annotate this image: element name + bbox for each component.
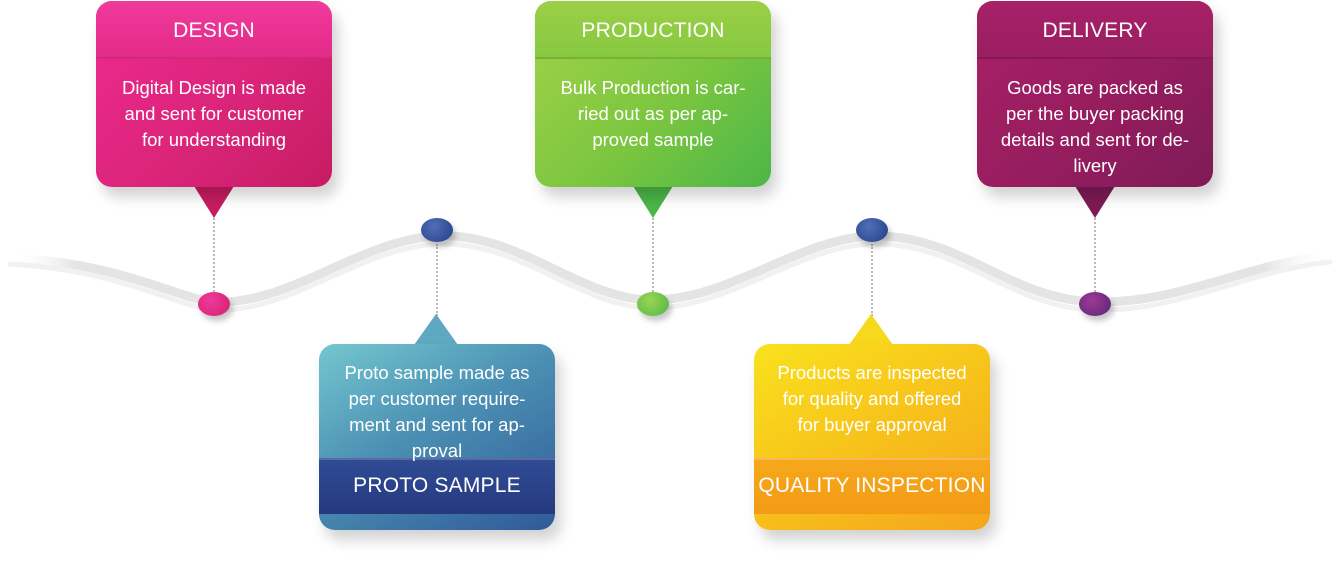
- proto-pointer: [414, 314, 458, 345]
- production-card: PRODUCTION Bulk Production is car- ried …: [535, 1, 771, 187]
- quality-description: Products are inspected for quality and o…: [777, 362, 967, 435]
- proto-title: PROTO SAMPLE: [319, 458, 555, 514]
- proto-dot: [421, 218, 453, 242]
- delivery-connector: [1094, 218, 1096, 292]
- delivery-card: DELIVERY Goods are packed as per the buy…: [977, 1, 1213, 187]
- quality-pointer: [849, 314, 893, 345]
- design-connector: [213, 218, 215, 292]
- delivery-title: DELIVERY: [977, 1, 1213, 59]
- proto-connector: [436, 244, 438, 316]
- production-description: Bulk Production is car- ried out as per …: [560, 77, 746, 150]
- design-pointer: [194, 186, 234, 218]
- production-dot: [637, 292, 669, 316]
- quality-inspection-card: Products are inspected for quality and o…: [754, 344, 990, 530]
- proto-sample-card: Proto sample made as per customer requir…: [319, 344, 555, 530]
- design-title: DESIGN: [96, 1, 332, 59]
- production-connector: [652, 218, 654, 292]
- production-title: PRODUCTION: [535, 1, 771, 59]
- proto-description: Proto sample made as per customer requir…: [344, 362, 530, 461]
- production-pointer: [633, 186, 673, 218]
- design-card: DESIGN Digital Design is made and sent f…: [96, 1, 332, 187]
- design-dot: [198, 292, 230, 316]
- delivery-pointer: [1075, 186, 1115, 218]
- quality-dot: [856, 218, 888, 242]
- quality-connector: [871, 244, 873, 316]
- delivery-description: Goods are packed as per the buyer packin…: [1000, 77, 1190, 176]
- delivery-dot: [1079, 292, 1111, 316]
- quality-title: QUALITY INSPECTION: [754, 458, 990, 514]
- design-description: Digital Design is made and sent for cust…: [121, 77, 307, 150]
